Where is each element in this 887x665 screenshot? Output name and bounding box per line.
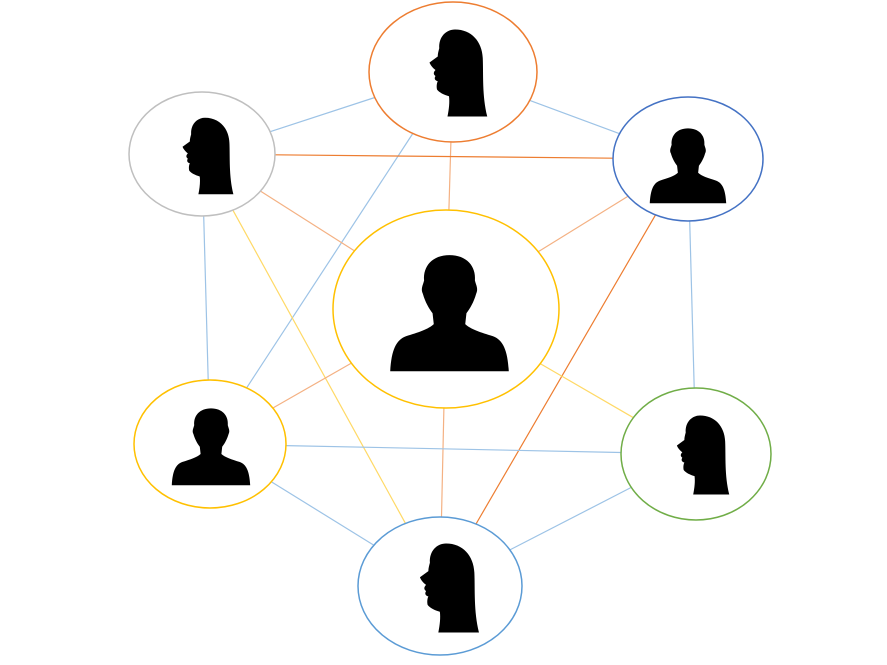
edge-top-to-bottom-left	[246, 133, 414, 389]
edge-center-to-bottom	[440, 407, 445, 518]
network-nodes	[128, 1, 772, 656]
edge-bottom-right-to-bottom	[509, 486, 632, 551]
edge-top-to-top-right	[529, 99, 620, 135]
edge-bottom-left-to-bottom	[270, 481, 375, 546]
edge-center-to-bottom-right	[539, 363, 634, 419]
node-center	[332, 209, 560, 409]
node-bottom-right	[620, 387, 772, 521]
node-bottom-left	[133, 379, 287, 509]
node-top-right	[612, 96, 764, 222]
edge-top-left-to-top-right	[274, 154, 614, 159]
edge-top-to-center	[448, 141, 452, 211]
network-edges	[203, 96, 695, 551]
edge-bottom-left-to-bottom-right	[285, 445, 622, 454]
node-top-left	[128, 91, 276, 217]
node-top	[368, 1, 538, 143]
edge-top-left-to-center	[260, 190, 355, 252]
edge-top-left-to-bottom-left	[203, 215, 209, 381]
node-bottom	[357, 516, 523, 656]
edge-top-to-top-left	[269, 96, 375, 133]
edge-top-left-to-bottom	[232, 209, 407, 524]
edge-center-to-bottom-left	[272, 362, 352, 409]
edge-top-right-to-center	[537, 195, 629, 253]
edge-top-right-to-bottom	[475, 214, 657, 525]
edge-top-right-to-bottom-right	[689, 220, 695, 389]
